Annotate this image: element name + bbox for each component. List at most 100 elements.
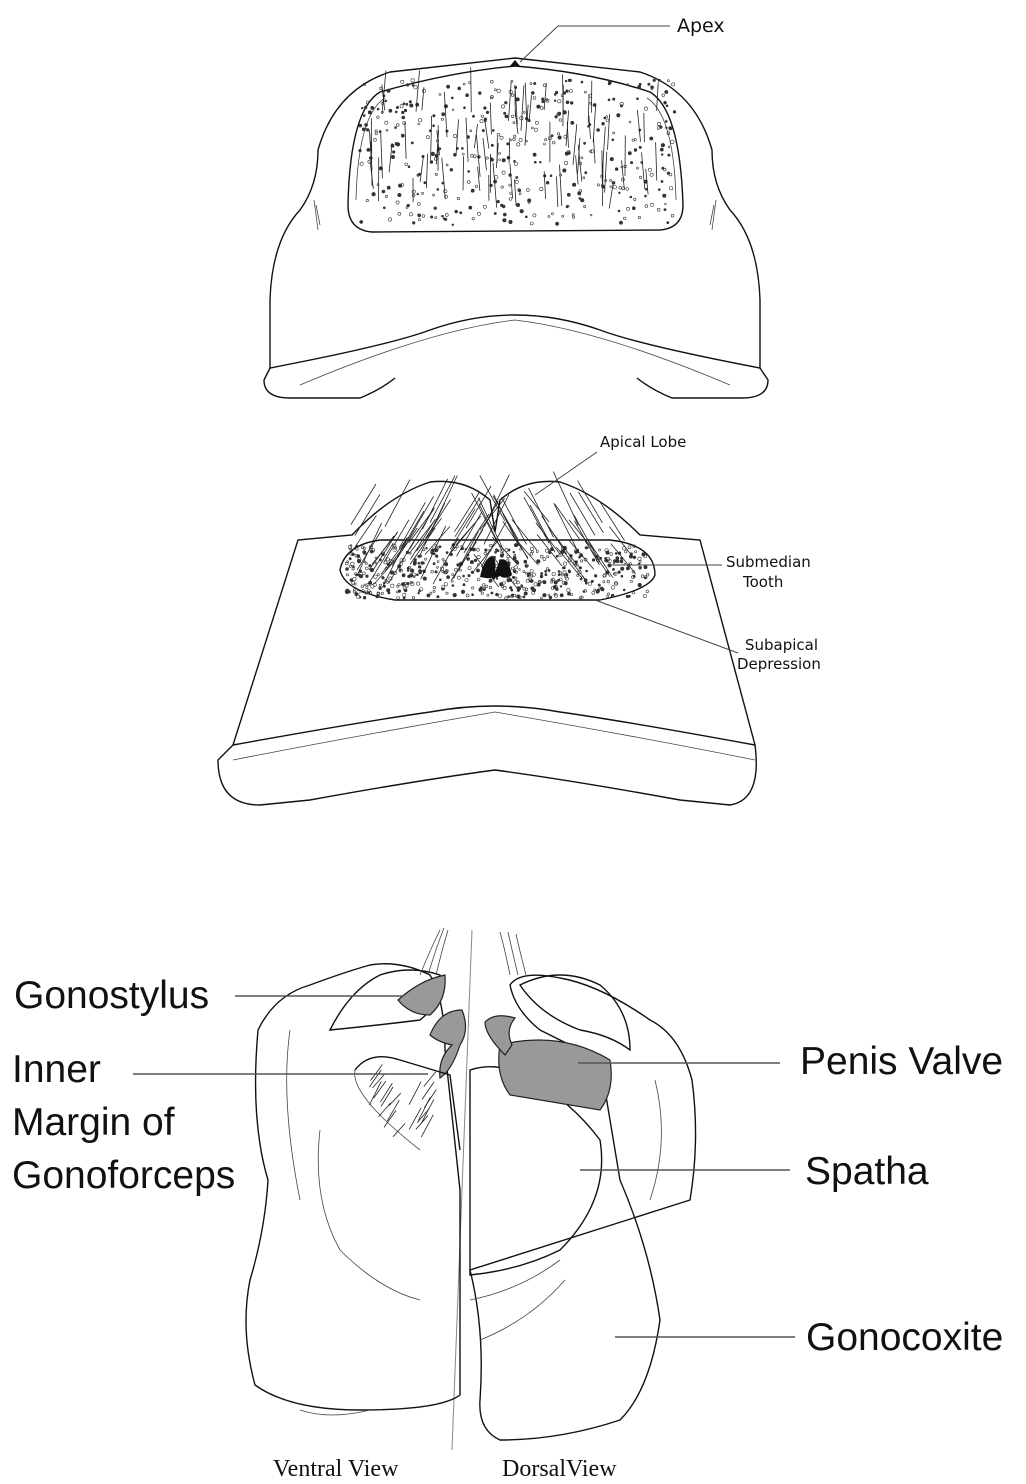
stipple-dot	[477, 212, 480, 215]
seta	[510, 164, 513, 199]
stipple-dot	[514, 543, 517, 546]
stipple-dot	[396, 106, 398, 108]
stipple-dot	[435, 555, 438, 558]
stipple-dot	[477, 578, 480, 581]
stipple-dot	[398, 193, 401, 196]
stipple-dot	[661, 154, 663, 156]
stipple-dot	[554, 100, 556, 102]
seta	[483, 138, 487, 170]
stipple-dot	[534, 82, 536, 84]
stipple-dot	[516, 581, 519, 584]
seta	[357, 529, 382, 570]
stipple-dot	[533, 153, 536, 156]
stipple-dot	[437, 561, 439, 563]
seta	[421, 1115, 433, 1137]
stipple-dot	[385, 195, 387, 197]
stipple-dot	[639, 83, 641, 85]
stipple-dot	[486, 157, 488, 159]
stipple-dot	[579, 197, 581, 199]
stipple-dot	[557, 133, 559, 135]
stipple-dot	[514, 566, 517, 569]
stipple-dot	[577, 565, 579, 567]
stipple-dot	[644, 107, 647, 110]
seta	[493, 163, 497, 208]
seta	[569, 520, 594, 551]
stipple-dot	[545, 570, 547, 572]
stipple-dot	[537, 560, 541, 564]
seta	[521, 85, 524, 130]
stipple-dot	[673, 111, 676, 114]
gonocoxite-label: Gonocoxite	[806, 1316, 1003, 1359]
stipple-dot	[410, 574, 413, 577]
stipple-dot	[530, 83, 532, 85]
stipple-dot	[612, 181, 615, 184]
submedian-tooth-label-1: Submedian	[726, 553, 811, 571]
stipple-dot	[531, 127, 533, 129]
stipple-dot	[620, 560, 623, 563]
stipple-dot	[455, 210, 458, 213]
stipple-dot	[471, 189, 474, 192]
stipple-dot	[469, 206, 472, 209]
stipple-dot	[497, 133, 500, 136]
stipple-dot	[375, 132, 378, 135]
stipple-dot	[567, 589, 570, 592]
stipple-dot	[537, 105, 540, 108]
stipple-dot	[633, 592, 635, 594]
stipple-dot	[437, 188, 439, 190]
stipple-dot	[382, 576, 385, 579]
stipple-dot	[442, 113, 445, 116]
stipple-dot	[535, 121, 538, 124]
stipple-dot	[461, 590, 465, 594]
stipple-dot	[628, 546, 631, 549]
stipple-dot	[551, 581, 553, 583]
stipple-dot	[519, 138, 522, 141]
stipple-dot	[418, 562, 420, 564]
stipple-dot	[634, 149, 637, 152]
stipple-dot	[594, 575, 597, 578]
stipple-dot	[497, 200, 500, 203]
stipple-dot	[453, 134, 456, 137]
penis-valve-label: Penis Valve	[800, 1040, 1003, 1083]
stipple-dot	[446, 164, 448, 166]
stipple-dot	[452, 574, 454, 576]
stipple-dot	[507, 559, 509, 561]
stipple-dot	[648, 83, 650, 85]
stipple-dot	[639, 566, 642, 569]
stipple-dot	[458, 87, 461, 90]
stipple-dot	[516, 98, 519, 101]
stipple-dot	[392, 151, 395, 154]
stipple-dot	[362, 128, 365, 131]
stipple-dot	[583, 177, 585, 179]
stipple-dot	[572, 214, 574, 216]
stipple-dot	[616, 560, 619, 563]
stipple-dot	[481, 115, 483, 117]
seta	[574, 515, 599, 560]
stipple-dot	[414, 86, 417, 89]
stipple-dot	[628, 152, 631, 155]
stipple-dot	[485, 585, 488, 588]
stipple-dot	[406, 206, 408, 208]
stipple-dot	[494, 212, 496, 214]
stipple-dot	[523, 571, 525, 573]
stipple-dot	[412, 194, 415, 197]
seta	[637, 110, 640, 142]
stipple-dot	[397, 124, 400, 127]
stipple-dot	[568, 571, 570, 573]
stipple-dot	[368, 111, 371, 114]
ventral-view-caption: Ventral View	[273, 1456, 399, 1482]
stipple-dot	[484, 552, 487, 555]
stipple-dot	[484, 107, 487, 110]
stipple-dot	[520, 209, 524, 213]
stipple-dot	[509, 587, 512, 590]
stipple-dot	[563, 169, 566, 172]
seta	[381, 133, 383, 179]
stipple-dot	[472, 594, 474, 596]
stipple-dot	[633, 575, 635, 577]
stipple-dot	[530, 570, 533, 573]
stipple-dot	[380, 87, 382, 89]
stipple-dot	[543, 581, 545, 583]
stipple-dot	[425, 558, 427, 560]
stipple-dot	[426, 136, 429, 139]
stipple-dot	[558, 100, 561, 103]
stipple-dot	[494, 89, 496, 91]
